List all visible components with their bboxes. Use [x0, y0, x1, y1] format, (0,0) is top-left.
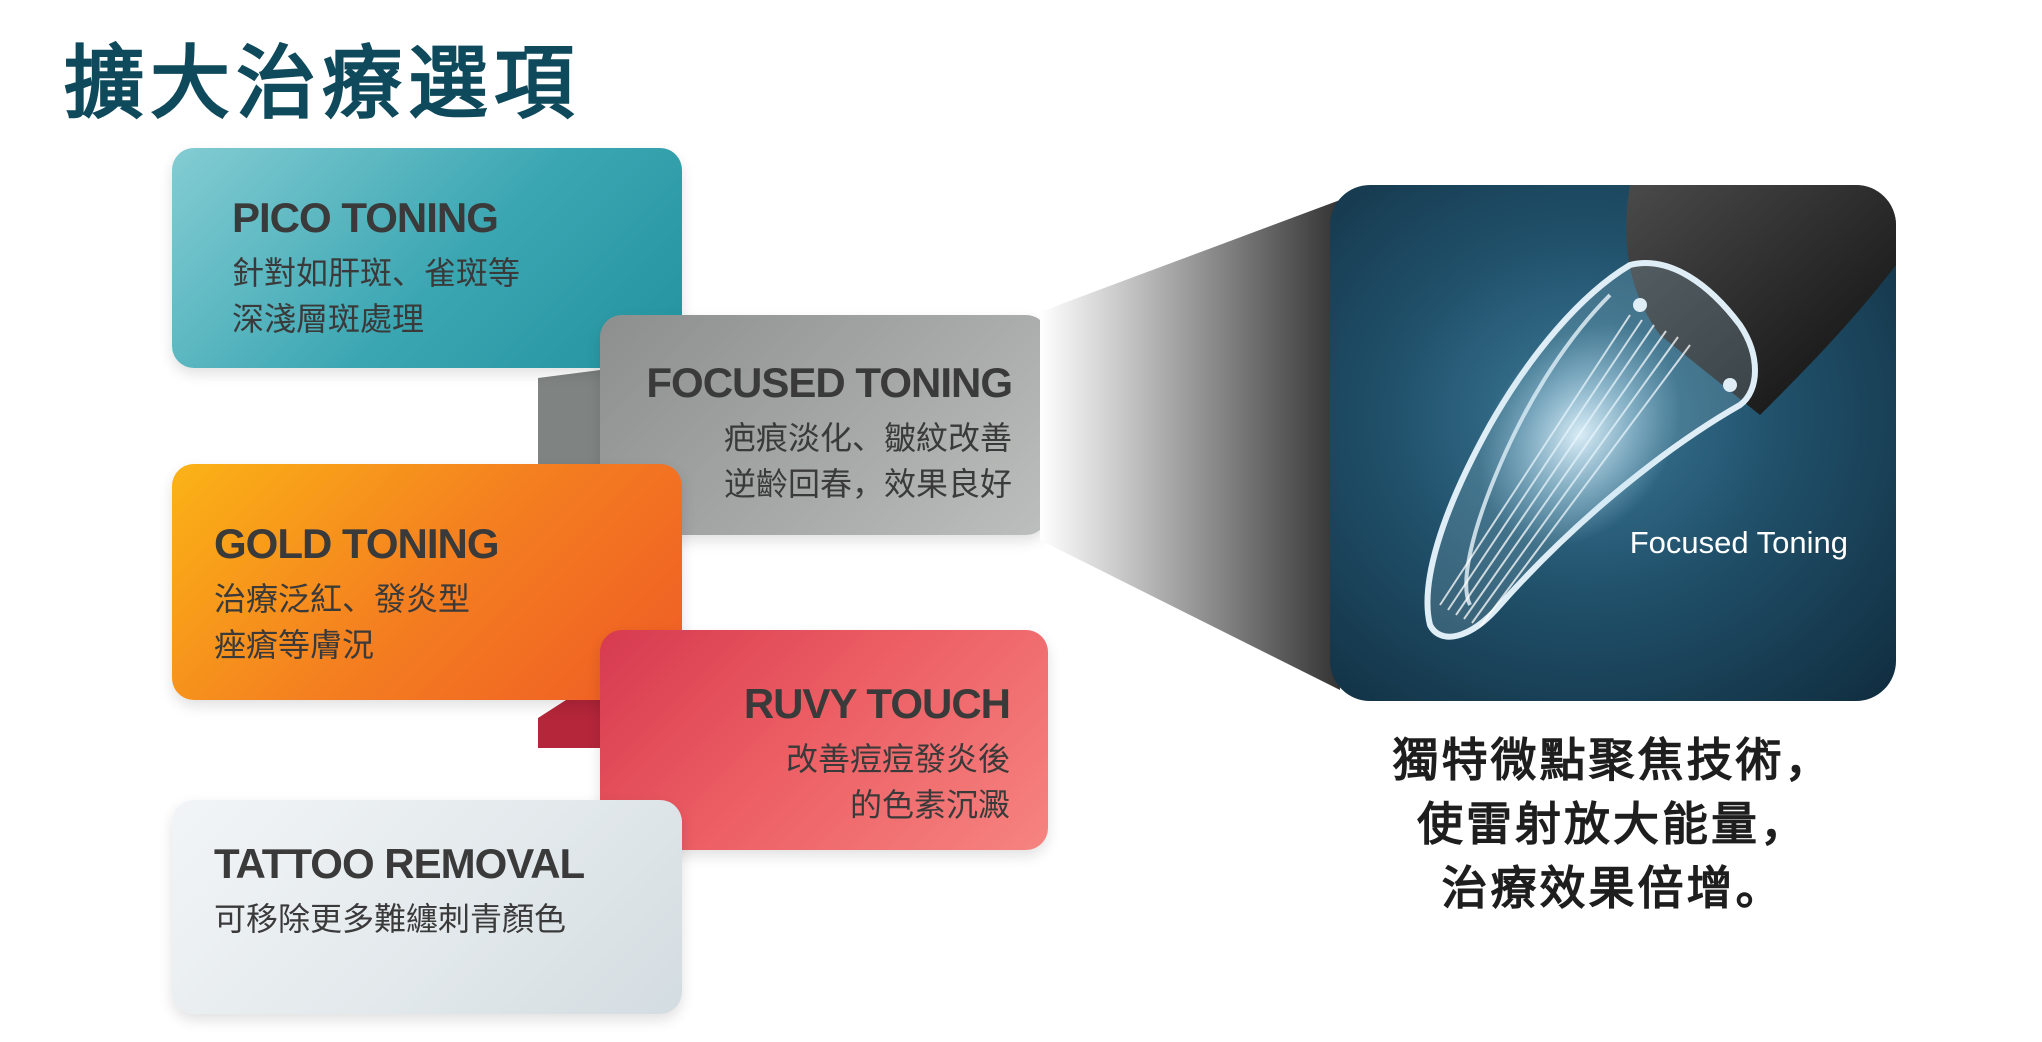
- card-pico-toning: PICO TONING 針對如肝斑、雀斑等 深淺層斑處理: [172, 148, 682, 368]
- card-focused-toning: FOCUSED TONING 疤痕淡化、皺紋改善 逆齡回春，效果良好: [600, 315, 1048, 535]
- card-title: RUVY TOUCH: [743, 680, 1011, 727]
- card-title: GOLD TONING: [214, 520, 500, 567]
- card-title: PICO TONING: [232, 194, 499, 241]
- card-description: 治療泛紅、發炎型 痤瘡等膚況: [214, 580, 471, 664]
- card-description: 可移除更多難纏刺青顏色: [214, 900, 567, 938]
- zoom-beam: [1040, 200, 1340, 690]
- card-description: 疤痕淡化、皺紋改善 逆齡回春，效果良好: [723, 419, 1012, 503]
- card-ruvy-touch: RUVY TOUCH 改善痘痘發炎後 的色素沉澱: [600, 630, 1048, 850]
- page-title: 擴大治療選項: [64, 37, 580, 130]
- card-tattoo-removal: TATTOO REMOVAL 可移除更多難纏刺青顏色: [172, 800, 682, 1014]
- laser-handpiece-illustration: [1424, 185, 1896, 640]
- card-gold-toning: GOLD TONING 治療泛紅、發炎型 痤瘡等膚況: [172, 464, 682, 700]
- card-description: 針對如肝斑、雀斑等 深淺層斑處理: [232, 254, 521, 338]
- feature-description: 獨特微點聚焦技術， 使雷射放大能量， 治療效果倍增。: [1392, 733, 1834, 915]
- card-title: FOCUSED TONING: [646, 359, 1013, 406]
- card-description: 改善痘痘發炎後 的色素沉澱: [785, 740, 1010, 824]
- card-title: TATTOO REMOVAL: [214, 840, 585, 887]
- device-photo: Focused Toning: [1330, 185, 1896, 701]
- photo-caption: Focused Toning: [1629, 525, 1848, 560]
